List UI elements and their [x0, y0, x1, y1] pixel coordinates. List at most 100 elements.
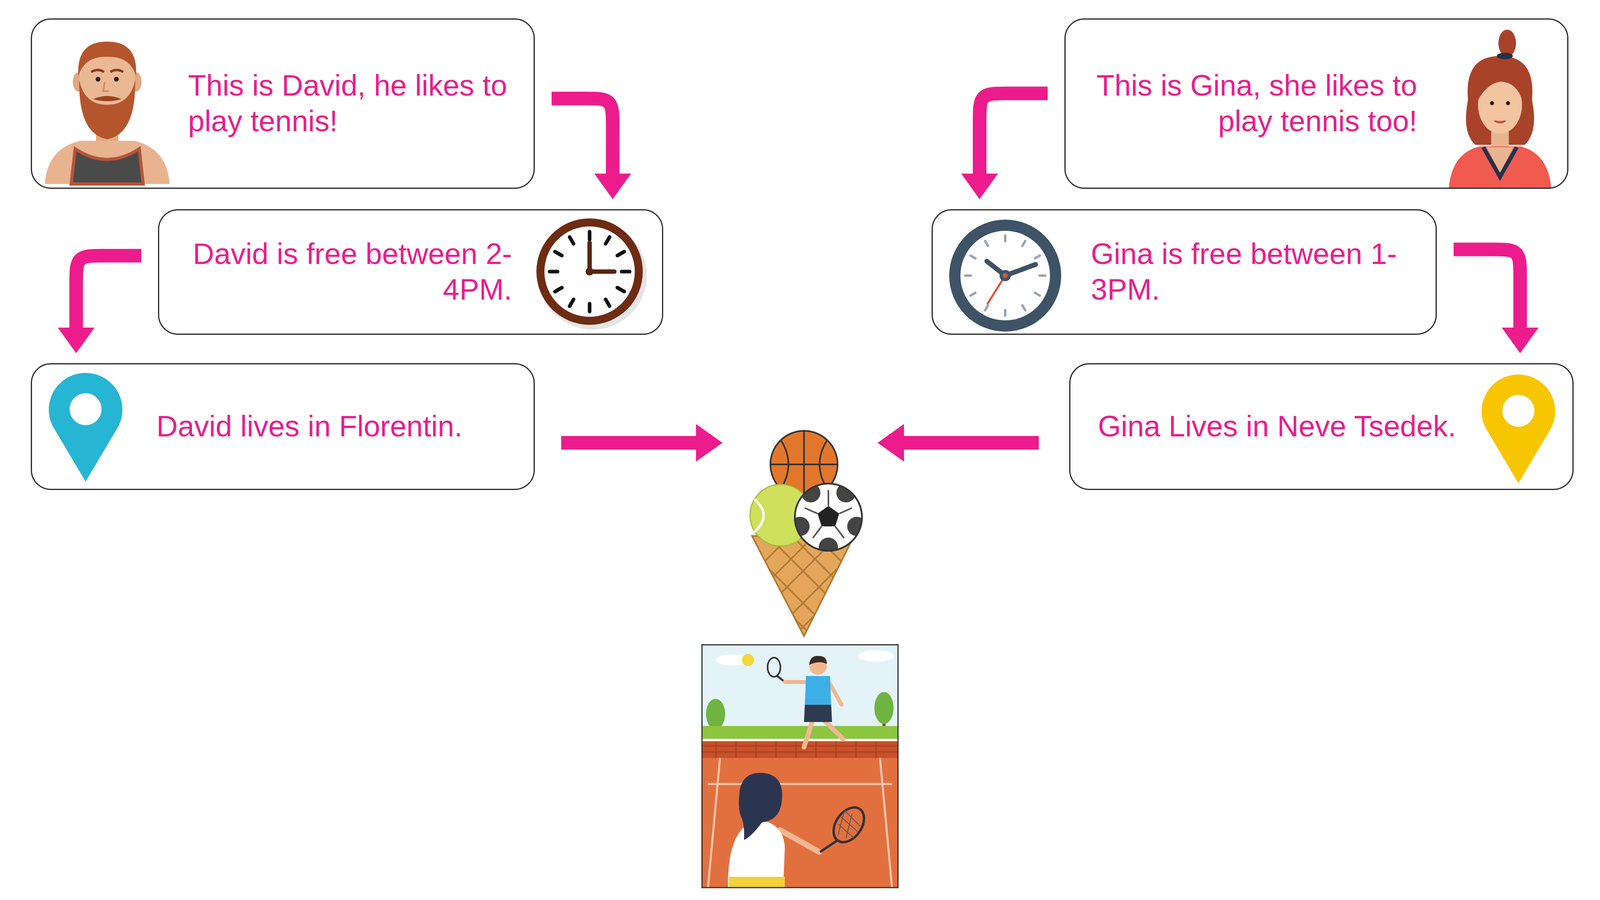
pin-body — [48, 372, 123, 482]
tank-top — [71, 148, 144, 184]
patch — [790, 516, 810, 536]
ponytail — [1498, 29, 1516, 57]
text-group: Gina Lives in Neve Tsedek. — [1082, 408, 1456, 445]
tick — [554, 287, 562, 292]
clock-icon — [949, 219, 1062, 332]
sky — [702, 644, 898, 749]
clock-ticks — [549, 231, 630, 312]
cone-waffle — [750, 536, 856, 640]
shorts — [804, 704, 832, 722]
picture-frame — [702, 644, 898, 888]
tick — [1004, 310, 1007, 316]
clock-hand — [587, 242, 592, 272]
box-label: Gina is free between 1-3PM. — [1090, 236, 1417, 308]
eye — [114, 76, 119, 82]
net-mesh — [702, 740, 898, 758]
text-box: David is free between 2-4PM. — [158, 209, 664, 335]
tennis-illustration — [702, 644, 898, 889]
text-group: Gina is free between 1-3PM. — [1090, 236, 1417, 308]
leg — [804, 720, 813, 748]
arrow-shaft — [551, 98, 613, 175]
court — [702, 740, 898, 888]
gina-avatar — [1448, 29, 1552, 188]
clock-center — [1002, 273, 1008, 278]
clock-ticks — [965, 235, 1046, 316]
eyebrow — [110, 70, 124, 72]
tick — [588, 303, 592, 312]
fringe — [1477, 70, 1523, 101]
leg — [824, 720, 844, 740]
arrow-shaft — [76, 255, 142, 329]
tick — [588, 231, 592, 240]
location-pin — [1481, 374, 1556, 484]
box-label: Gina Lives in Neve Tsedek. — [1082, 408, 1456, 445]
waffle-line — [752, 552, 840, 640]
tick — [985, 305, 988, 310]
waffle-line — [768, 536, 856, 624]
mustache — [92, 96, 122, 102]
patch — [818, 537, 838, 557]
tick — [621, 270, 630, 274]
shoulders — [44, 140, 170, 184]
tick — [1034, 292, 1040, 296]
cone — [752, 536, 854, 636]
shirt — [804, 676, 832, 706]
arm — [780, 830, 820, 852]
patch — [817, 506, 840, 527]
pin-hole — [69, 393, 102, 426]
flow-arrow — [551, 98, 632, 200]
waffle-line — [750, 536, 838, 624]
tree — [706, 698, 726, 730]
collar — [1483, 147, 1517, 177]
text-box: David lives in Florentin. — [30, 363, 535, 490]
tick — [1022, 305, 1026, 310]
clock-center — [999, 270, 1011, 282]
box-label: This is Gina, she likes to play tennis t… — [1081, 68, 1418, 140]
arrow-head — [57, 327, 95, 354]
clock-icon — [536, 218, 647, 330]
david-avatar — [44, 41, 170, 184]
tick — [1004, 235, 1007, 242]
waffle-line — [790, 576, 854, 640]
tree — [874, 692, 894, 724]
text-group: David is free between 2-4PM. — [186, 236, 512, 308]
tick — [970, 255, 976, 259]
clock-center — [585, 267, 594, 276]
hair-tie — [1496, 52, 1513, 60]
hair — [78, 41, 137, 76]
text-group: This is David, he likes to play tennis! — [188, 68, 518, 140]
eye — [95, 76, 101, 82]
merge-arrow — [877, 424, 1039, 462]
eye — [1490, 101, 1494, 106]
tick — [1022, 240, 1026, 246]
merge-arrow — [561, 424, 723, 462]
text-box: Gina Lives in Neve Tsedek. — [1069, 363, 1574, 490]
arrow-shaft — [979, 93, 1048, 175]
net-top — [702, 738, 898, 742]
tick — [554, 251, 562, 256]
hair — [738, 772, 782, 840]
pin-hole — [1502, 394, 1535, 427]
court-lines — [708, 758, 892, 888]
ice-cream-cone — [750, 430, 867, 640]
arrow-shaft — [902, 436, 1039, 450]
flow-arrow — [961, 93, 1048, 200]
flow-arrow — [57, 255, 142, 354]
text-group: David lives in Florentin. — [156, 408, 518, 445]
clock-face — [544, 226, 635, 317]
racket-strings — [838, 810, 860, 838]
text-box: This is Gina, she likes to play tennis t… — [1064, 18, 1569, 189]
text-box: Gina is free between 1-3PM. — [931, 209, 1437, 335]
tick — [569, 236, 574, 244]
arrow-head — [1501, 327, 1539, 354]
lips — [1494, 120, 1506, 123]
tick — [605, 236, 610, 244]
tick — [1034, 255, 1040, 259]
tick — [985, 240, 988, 246]
soccer-ball — [790, 483, 867, 557]
arrow-shaft — [1453, 249, 1520, 329]
ball-patches — [790, 483, 867, 557]
eyebrow — [91, 70, 104, 72]
clock-rim — [536, 218, 643, 325]
